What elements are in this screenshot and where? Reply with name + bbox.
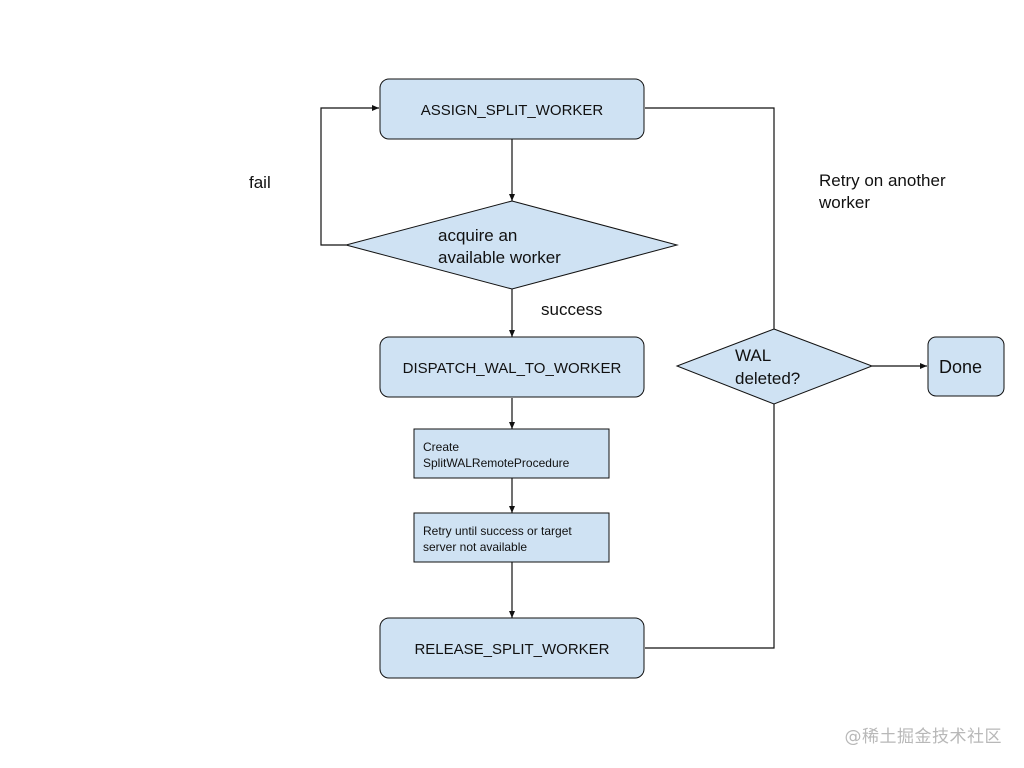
retry-label-line2: server not available <box>423 540 527 554</box>
create-label-line2: SplitWALRemoteProcedure <box>423 456 570 470</box>
edge-release-to-wal <box>645 404 775 649</box>
fail-label: fail <box>249 173 271 192</box>
retry-label-line1: Retry until success or target <box>423 524 572 538</box>
node-retry-until-success <box>413 512 610 563</box>
success-label: success <box>541 300 602 319</box>
acquire-label-line2: available worker <box>438 248 561 267</box>
node-wal-deleted-diamond <box>675 328 874 405</box>
wal-label-line1: WAL <box>735 346 771 365</box>
node-create-procedure <box>413 428 610 479</box>
acquire-label-line1: acquire an <box>438 226 517 245</box>
release-label: RELEASE_SPLIT_WORKER <box>414 641 609 658</box>
edge-assign-to-wal <box>645 107 775 329</box>
assign-label: ASSIGN_SPLIT_WORKER <box>421 102 604 119</box>
node-acquire-worker-diamond <box>344 200 679 290</box>
wal-label-line2: deleted? <box>735 369 800 388</box>
watermark: @稀土掘金技术社区 <box>844 727 1002 747</box>
edge-fail-loop <box>320 105 379 246</box>
node-dispatch-wal-to-worker <box>379 336 645 398</box>
retry-another-label-line2: worker <box>818 193 870 212</box>
node-done <box>927 336 1005 397</box>
create-label-line1: Create <box>423 440 459 454</box>
node-release-split-worker <box>379 617 645 679</box>
dispatch-label: DISPATCH_WAL_TO_WORKER <box>403 360 622 377</box>
node-assign-split-worker <box>379 78 645 140</box>
retry-another-label-line1: Retry on another <box>819 171 946 190</box>
done-label: Done <box>939 357 982 377</box>
